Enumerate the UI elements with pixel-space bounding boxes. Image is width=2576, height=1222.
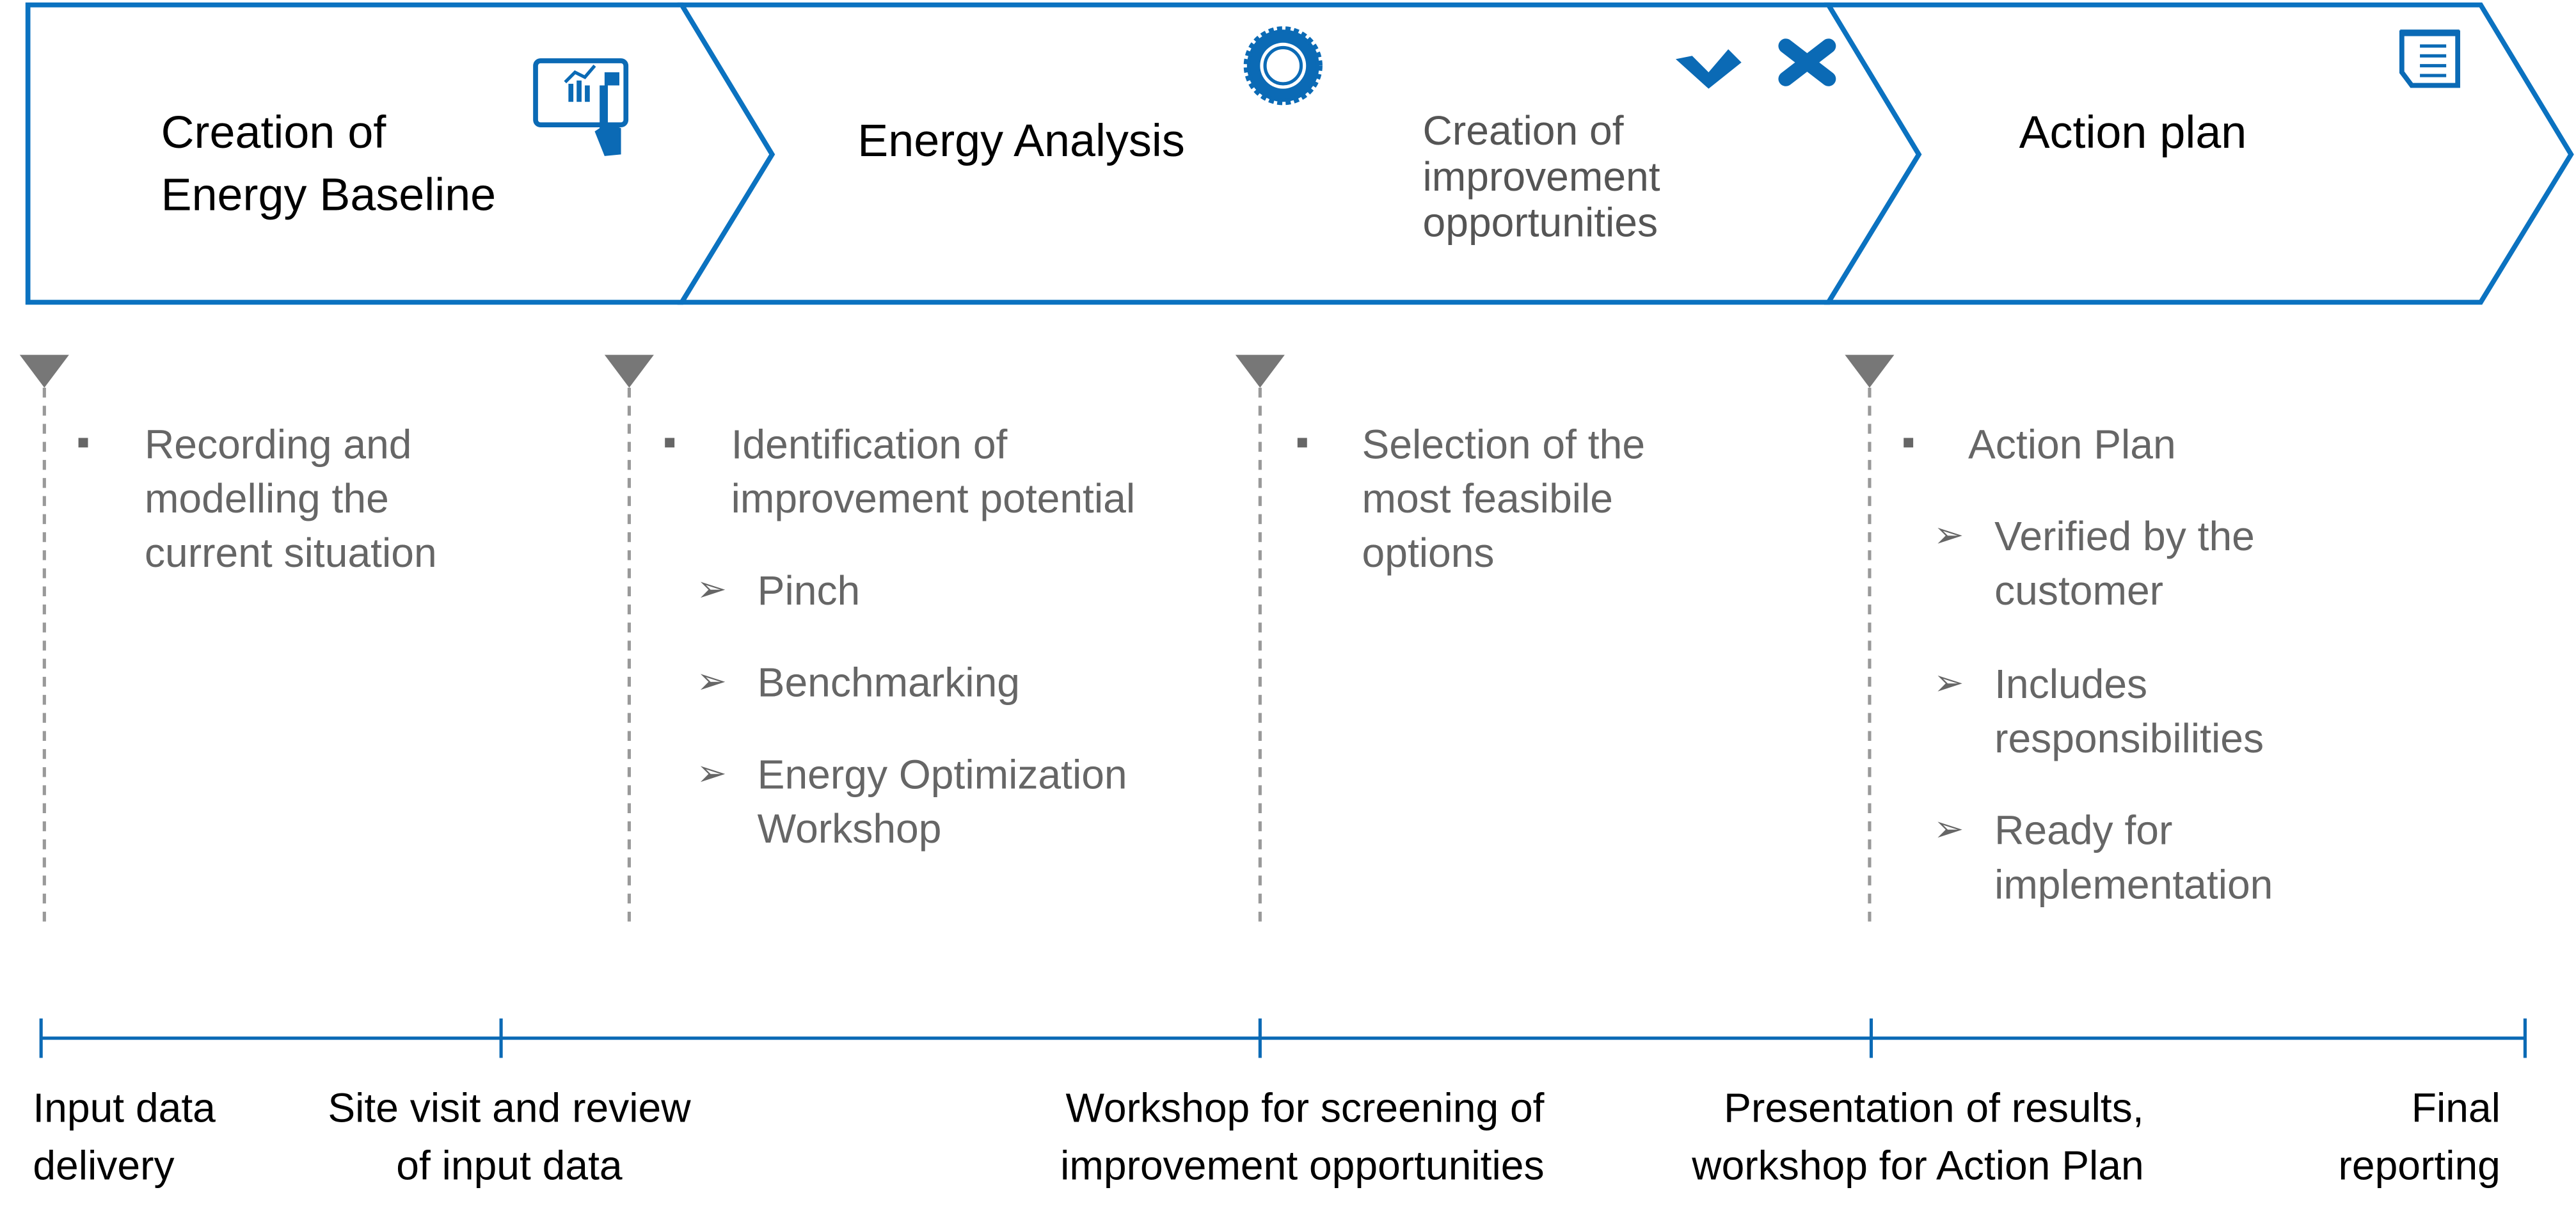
bullet-icon: ■ xyxy=(664,430,676,454)
text-line: Identification of xyxy=(731,422,1008,468)
text-line: workshop for Action Plan xyxy=(1692,1143,2144,1189)
column-4-bullet: Action Plan xyxy=(1968,422,2176,468)
column-2-subitem: Pinch xyxy=(757,568,861,615)
title-line: Energy Baseline xyxy=(161,169,497,221)
marker-3 xyxy=(1235,354,1285,388)
text-line: implementation xyxy=(1994,862,2273,909)
bullet-icon: ■ xyxy=(1296,430,1308,454)
text-line: Energy Optimization xyxy=(757,752,1127,798)
cross-icon xyxy=(1778,38,1836,86)
marker-4 xyxy=(1845,354,1895,388)
text-line: Verified by the xyxy=(1994,514,2255,560)
text-line: Workshop xyxy=(757,806,942,853)
check-icon xyxy=(1675,49,1742,89)
arrow-bullet-icon: ➢ xyxy=(1934,808,1964,850)
arrow-bullet-icon: ➢ xyxy=(696,752,727,794)
subtitle-line: opportunities xyxy=(1422,200,1658,247)
marker-1 xyxy=(19,354,69,388)
text-line: modelling the xyxy=(144,476,389,523)
column-1-bullet: Recording and modelling the current situat… xyxy=(145,419,437,582)
column-4-subitem: Verified by the customer xyxy=(1994,511,2255,619)
text-line: delivery xyxy=(33,1143,175,1189)
document-icon xyxy=(2399,29,2460,88)
column-4-subitem: Includes responsibilities xyxy=(1994,659,2264,767)
arrow-bullet-icon: ➢ xyxy=(1934,514,1964,555)
text-line: customer xyxy=(1994,568,2164,615)
arrow-bullet-icon: ➢ xyxy=(696,568,727,610)
text-line: Includes xyxy=(1994,662,2148,708)
text-line: most feasibile xyxy=(1362,476,1614,523)
text-line: Site visit and review xyxy=(328,1086,691,1132)
phase-1-title: Creation of Energy Baseline xyxy=(161,102,497,226)
milestone-1: Input data delivery xyxy=(33,1081,216,1196)
subtitle-line: Creation of xyxy=(1422,108,1624,155)
tablet-chart-touch-icon xyxy=(533,58,629,156)
title-line: Creation of xyxy=(161,106,386,158)
column-2-subitem: Benchmarking xyxy=(757,660,1020,707)
gear-icon xyxy=(1243,26,1323,106)
text-line: Selection of the xyxy=(1362,422,1646,468)
text-line: current situation xyxy=(144,530,437,577)
text-line: improvement potential xyxy=(731,476,1136,523)
text-line: Final xyxy=(2411,1086,2500,1132)
arrow-bullet-icon: ➢ xyxy=(696,660,727,702)
milestone-2: Site visit and review of input data xyxy=(298,1081,721,1196)
milestone-3: Workshop for screening of improvement opp… xyxy=(969,1081,1545,1196)
text-line: Input data xyxy=(33,1086,216,1132)
text-line: responsibilities xyxy=(1994,716,2264,763)
text-line: Workshop for screening of xyxy=(1065,1086,1545,1132)
text-line: of input data xyxy=(396,1143,623,1189)
text-line: Presentation of results, xyxy=(1724,1086,2144,1132)
text-line: improvement opportunities xyxy=(1060,1143,1545,1189)
column-markers xyxy=(19,354,1895,388)
arrow-bullet-icon: ➢ xyxy=(1934,662,1964,703)
timeline xyxy=(39,1018,2527,1058)
column-4-subitem: Ready for implementation xyxy=(1994,805,2273,913)
milestone-5: Final reporting xyxy=(2300,1081,2500,1196)
text-line: reporting xyxy=(2338,1143,2500,1189)
column-2-bullet: Identification of improvement potential xyxy=(731,419,1136,527)
marker-2 xyxy=(604,354,654,388)
text-line: options xyxy=(1362,530,1495,577)
column-3-bullet: Selection of the most feasibile options xyxy=(1362,419,1646,582)
bullet-icon: ■ xyxy=(1902,430,1914,454)
phase-3-title: Action plan xyxy=(2019,106,2247,158)
milestone-4: Presentation of results, workshop for Act… xyxy=(1602,1081,2143,1196)
bullet-icon: ■ xyxy=(77,430,90,454)
text-line: Ready for xyxy=(1994,808,2173,855)
phase-2-title: Energy Analysis xyxy=(857,115,1185,166)
subtitle-line: improvement xyxy=(1422,154,1660,201)
phase-chevron-3 xyxy=(1824,2,2574,305)
text-line: Recording and xyxy=(144,422,412,468)
